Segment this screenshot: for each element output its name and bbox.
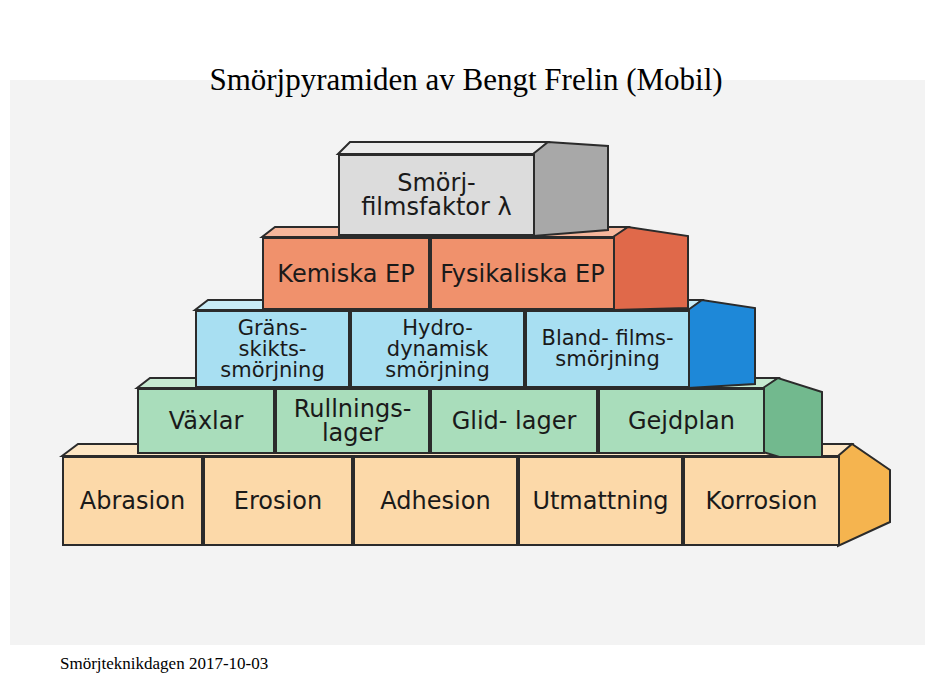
diagram-title: Smörjpyramiden av Bengt Frelin (Mobil) — [0, 62, 932, 98]
pyramid-block: Kemiska EP — [262, 237, 430, 310]
block-label: Glid- lager — [452, 409, 577, 433]
pyramid-block: Rullnings- lager — [275, 388, 430, 454]
block-label: Rullnings- lager — [281, 397, 424, 445]
block-label: Fysikaliska EP — [440, 262, 604, 286]
block-label: Bland- films- smörjning — [531, 328, 684, 370]
diagram-caption: Smörjteknikdagen 2017-10-03 — [60, 654, 268, 674]
block-label: Adhesion — [380, 489, 490, 513]
tier-side — [688, 300, 755, 388]
block-label: Hydro- dynamisk smörjning — [356, 318, 519, 381]
pyramid-block: Adhesion — [353, 456, 518, 546]
pyramid-block: Abrasion — [62, 456, 203, 546]
block-label: Smörj- filmsfaktor λ — [344, 171, 529, 219]
block-label: Abrasion — [80, 489, 185, 513]
tier-side — [838, 444, 890, 546]
pyramid-block: Utmattning — [518, 456, 683, 546]
tier-side — [613, 227, 688, 310]
block-label: Växlar — [169, 409, 244, 433]
pyramid-block: Gräns- skikts- smörjning — [195, 310, 350, 388]
pyramid-block: Växlar — [137, 388, 275, 454]
pyramid-block: Smörj- filmsfaktor λ — [338, 154, 535, 236]
pyramid-block: Gejdplan — [598, 388, 765, 454]
pyramid-block: Glid- lager — [430, 388, 598, 454]
pyramid-block: Bland- films- smörjning — [525, 310, 690, 388]
pyramid-block: Fysikaliska EP — [430, 237, 615, 310]
block-label: Gräns- skikts- smörjning — [201, 318, 344, 381]
block-label: Korrosion — [706, 489, 818, 513]
block-label: Utmattning — [532, 489, 668, 513]
block-label: Kemiska EP — [277, 262, 414, 286]
tier-top — [338, 142, 548, 154]
tier-side — [533, 142, 608, 236]
pyramid-block: Hydro- dynamisk smörjning — [350, 310, 525, 388]
pyramid-block: Korrosion — [683, 456, 840, 546]
background-panel — [10, 80, 925, 645]
pyramid-block: Erosion — [203, 456, 353, 546]
block-label: Erosion — [234, 489, 322, 513]
block-label: Gejdplan — [628, 409, 735, 433]
